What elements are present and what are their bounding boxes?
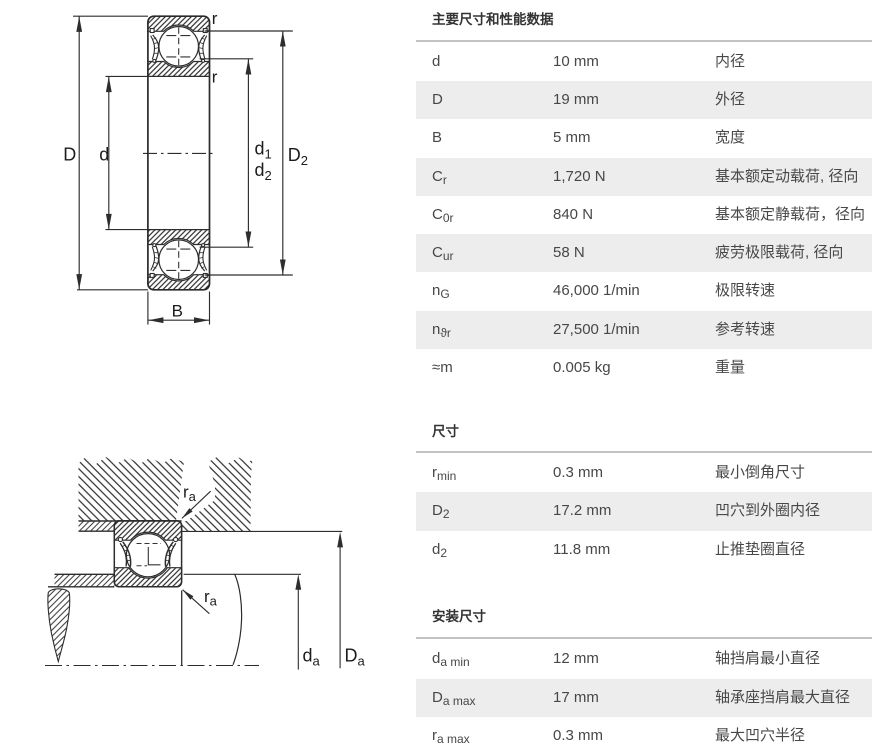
svg-text:r: r [212, 68, 218, 87]
svg-text:da: da [303, 646, 321, 669]
svg-text:ra: ra [204, 587, 218, 609]
svg-text:Da: Da [345, 646, 366, 669]
svg-text:ra: ra [183, 483, 197, 505]
svg-text:d1: d1 [255, 138, 272, 161]
svg-text:r: r [212, 9, 218, 28]
svg-text:D2: D2 [288, 145, 308, 168]
svg-text:B: B [172, 302, 183, 321]
svg-text:D: D [63, 144, 76, 164]
svg-text:d2: d2 [255, 160, 272, 183]
svg-text:d: d [99, 144, 109, 164]
